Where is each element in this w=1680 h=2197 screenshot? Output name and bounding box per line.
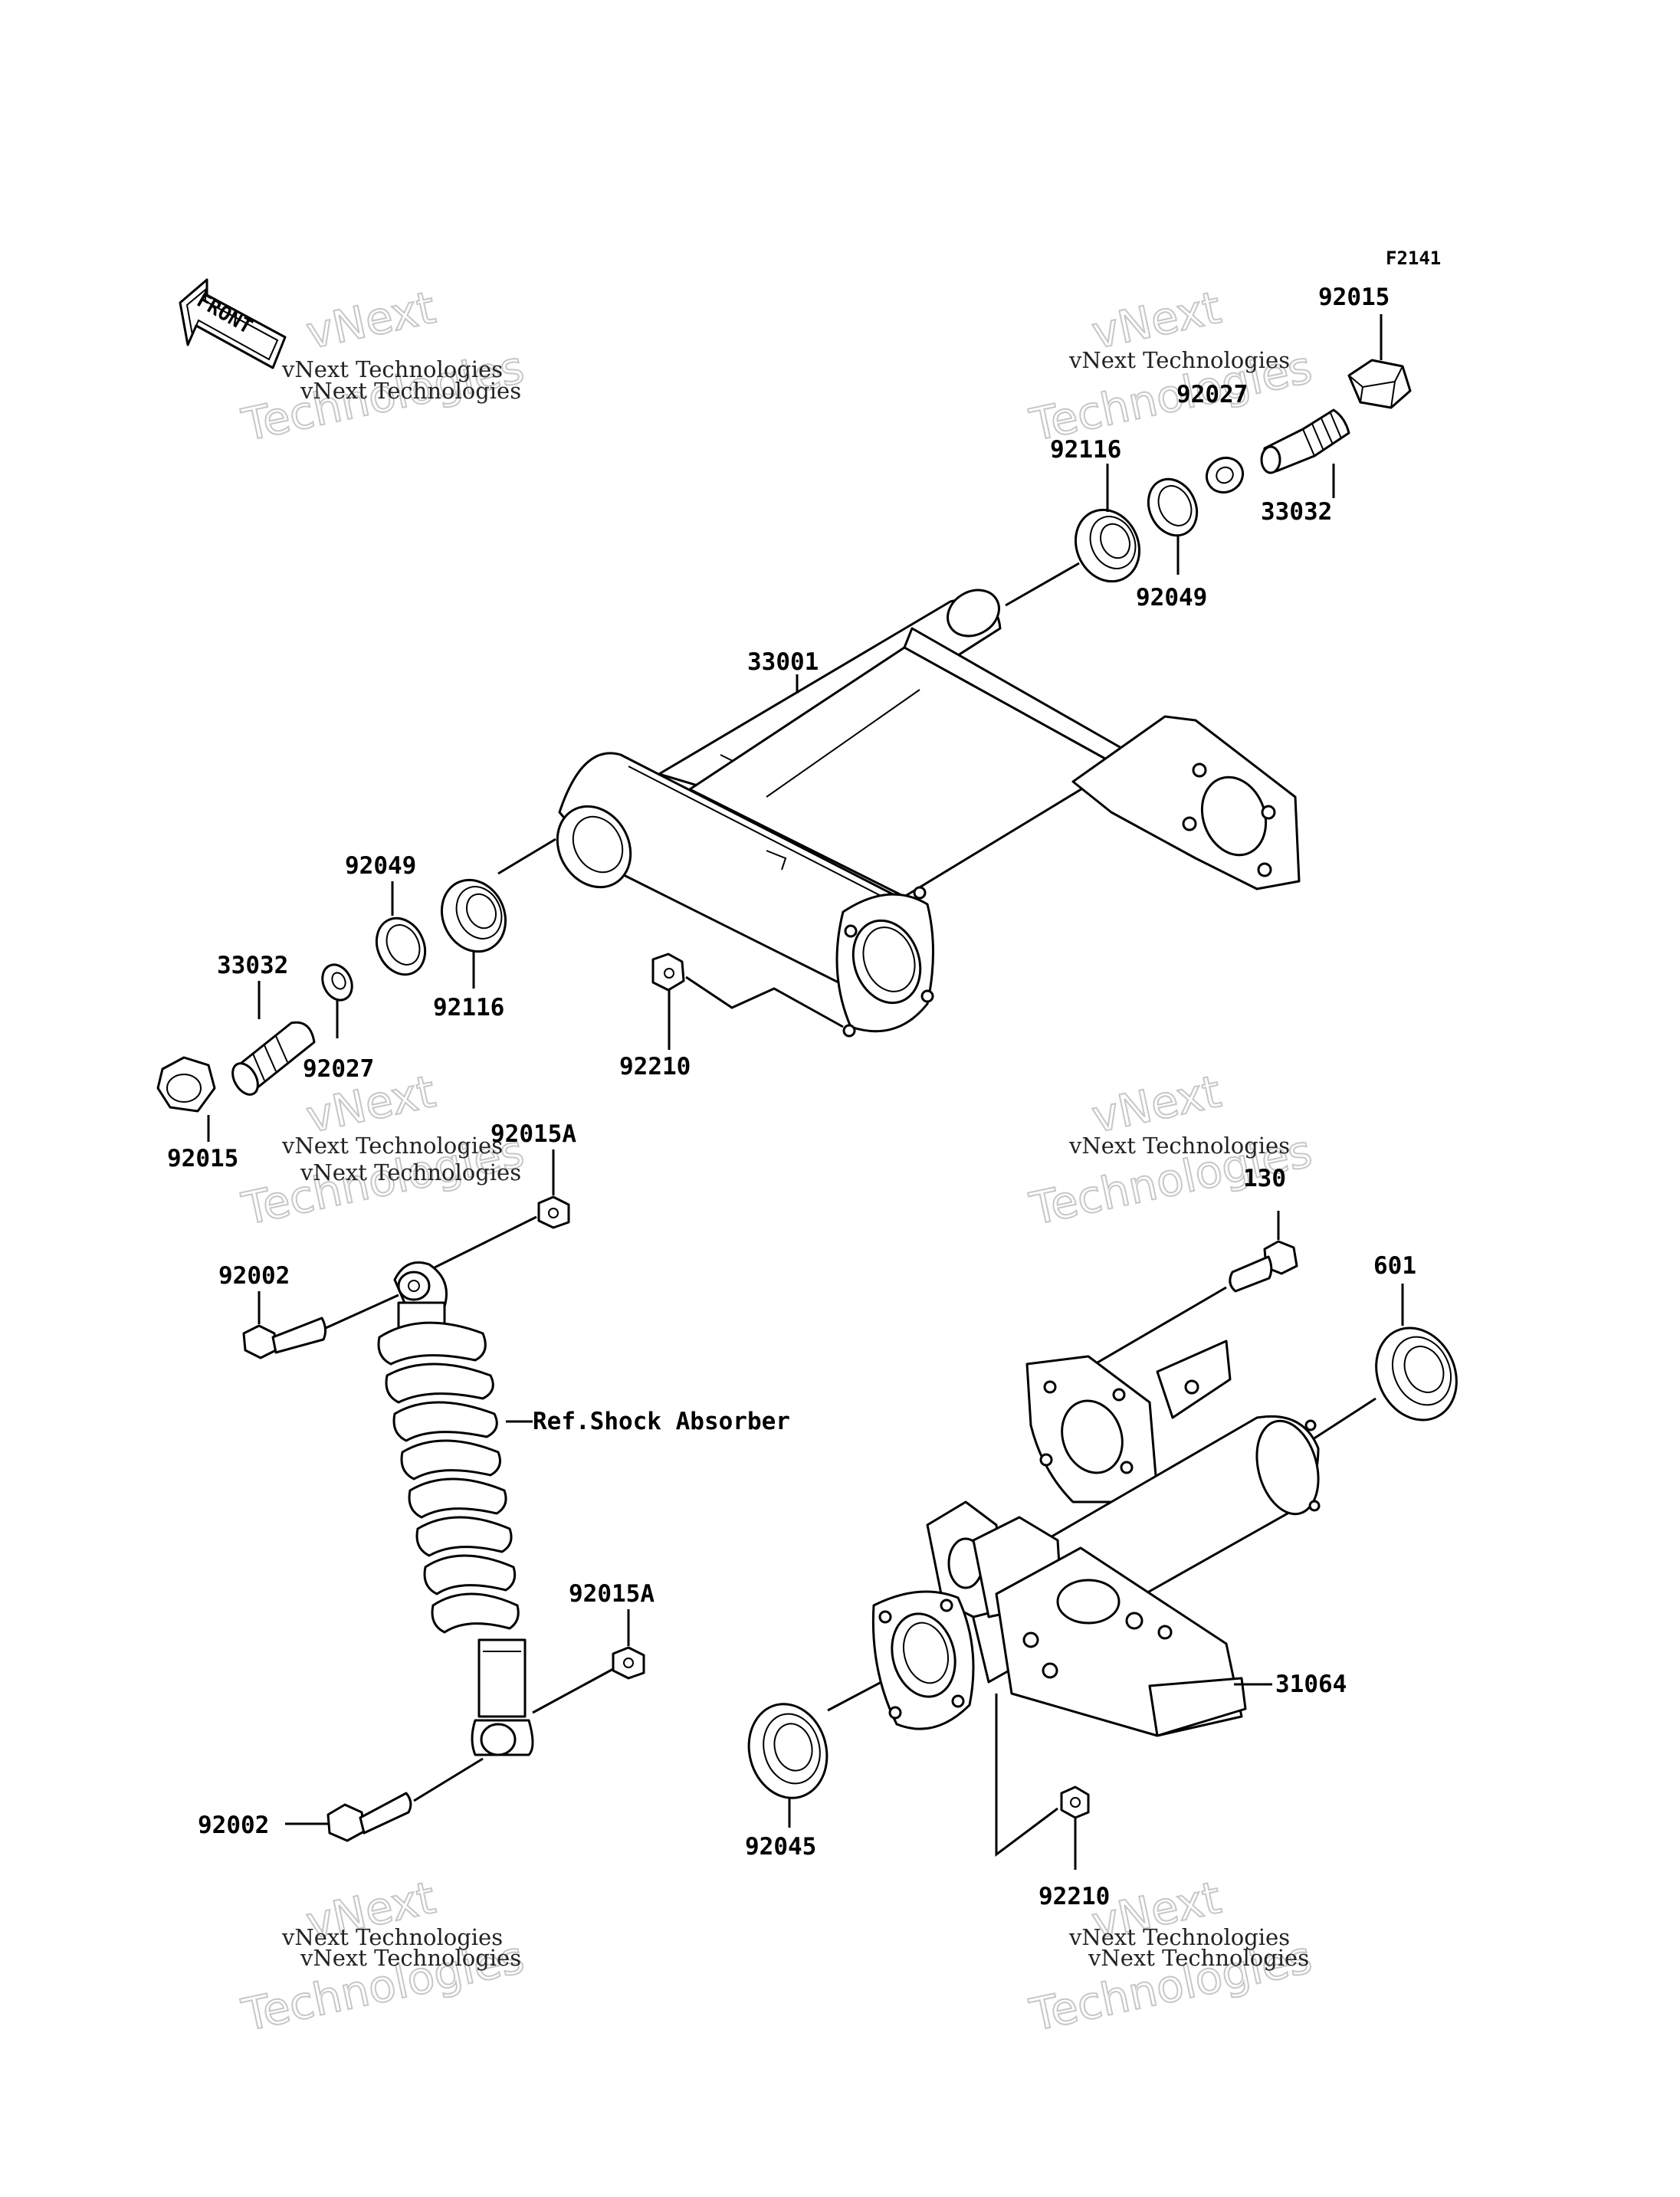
watermark-line: vNext Technologies (281, 1924, 503, 1950)
part-label-bearing-hub-right: 601 (1373, 1252, 1416, 1280)
watermark: vNext Technologies vNext Technologies (1025, 280, 1317, 452)
part-label-washer-top: 92027 (1176, 381, 1248, 408)
watermark-line: vNext Technologies (281, 1133, 503, 1159)
part-label-bolt-shock-top: 92002 (218, 1262, 290, 1290)
part-label-bolt-hub: 130 (1243, 1165, 1286, 1192)
nut-part[interactable] (612, 1646, 645, 1680)
part-label-nut-swingarm: 92210 (619, 1053, 691, 1080)
part-label-pivot-left: 33032 (217, 952, 288, 979)
watermark-line: vNext Technologies (300, 378, 521, 404)
watermark-line: vNext Technologies (1088, 1945, 1309, 1971)
part-label-seal-left: 92049 (345, 852, 416, 880)
watermark-line: vNext Technologies (300, 1945, 521, 1971)
nut-part[interactable] (1347, 359, 1412, 409)
nut-part[interactable] (1060, 1785, 1090, 1819)
part-label-bolt-shock-bottom: 92002 (198, 1812, 269, 1839)
part-label-hub: 31064 (1275, 1671, 1347, 1698)
watermark-upper: vNext (302, 281, 440, 359)
nut-part[interactable] (537, 1195, 570, 1229)
seal-part[interactable] (1140, 471, 1206, 543)
part-label-nut-hub: 92210 (1039, 1883, 1110, 1910)
part-label-nut-top: 92015 (1318, 284, 1390, 311)
bearing-part[interactable] (430, 870, 517, 962)
nut-part[interactable] (651, 953, 685, 992)
bearing-part[interactable] (739, 1695, 838, 1807)
pivot-shaft-part[interactable] (228, 1021, 316, 1099)
seal-part[interactable] (368, 910, 434, 982)
bearing-part[interactable] (1361, 1315, 1471, 1434)
bolt-part[interactable] (242, 1317, 327, 1359)
hub-part[interactable] (871, 1340, 1327, 1737)
washer-part[interactable] (317, 960, 358, 1005)
part-label-bearing-hub-left: 92045 (745, 1833, 816, 1861)
part-label-seal-top: 92049 (1136, 584, 1207, 612)
watermark-line: vNext Technologies (300, 1159, 521, 1185)
part-label-bearing-top: 92116 (1050, 436, 1121, 464)
part-label-pivot-top: 33032 (1261, 498, 1332, 526)
bolt-part[interactable] (1229, 1240, 1298, 1293)
part-label-bearing-left: 92116 (433, 994, 504, 1021)
watermark: vNext Technologies vNext Technologies vN… (237, 280, 530, 452)
washer-part[interactable] (1200, 451, 1249, 499)
swingarm-part[interactable] (543, 581, 1301, 1038)
watermark-upper: vNext (1088, 1065, 1226, 1143)
pivot-shaft-part[interactable] (1260, 408, 1350, 474)
watermark: vNext Technologies vNext Technologies vN… (237, 1064, 530, 1236)
part-label-washer-left: 92027 (303, 1055, 374, 1083)
part-label-nut-shock-top: 92015A (491, 1120, 576, 1148)
front-arrow-icon: FRONT (179, 278, 287, 369)
shock-absorber[interactable] (377, 1261, 534, 1756)
spring-coils (377, 1321, 520, 1634)
part-label-nut-shock-bottom: 92015A (569, 1580, 655, 1608)
bearing-part[interactable] (1064, 500, 1150, 592)
part-label-nut-left: 92015 (167, 1145, 238, 1172)
watermark-line: vNext Technologies (1068, 347, 1290, 373)
watermark: vNext Technologies vNext Technologies vN… (237, 1871, 530, 2042)
watermark-line: vNext Technologies (1068, 1133, 1290, 1159)
watermark-line: vNext Technologies (1068, 1924, 1290, 1950)
figure-code: F2141 (1386, 248, 1441, 269)
part-label-swingarm: 33001 (747, 648, 819, 676)
nut-part[interactable] (156, 1056, 216, 1113)
reference-label: Ref.Shock Absorber (533, 1408, 790, 1435)
watermark-line: vNext Technologies (281, 356, 503, 382)
bolt-part[interactable] (326, 1792, 412, 1842)
watermark: vNext Technologies vNext Technologies (1025, 1064, 1317, 1236)
